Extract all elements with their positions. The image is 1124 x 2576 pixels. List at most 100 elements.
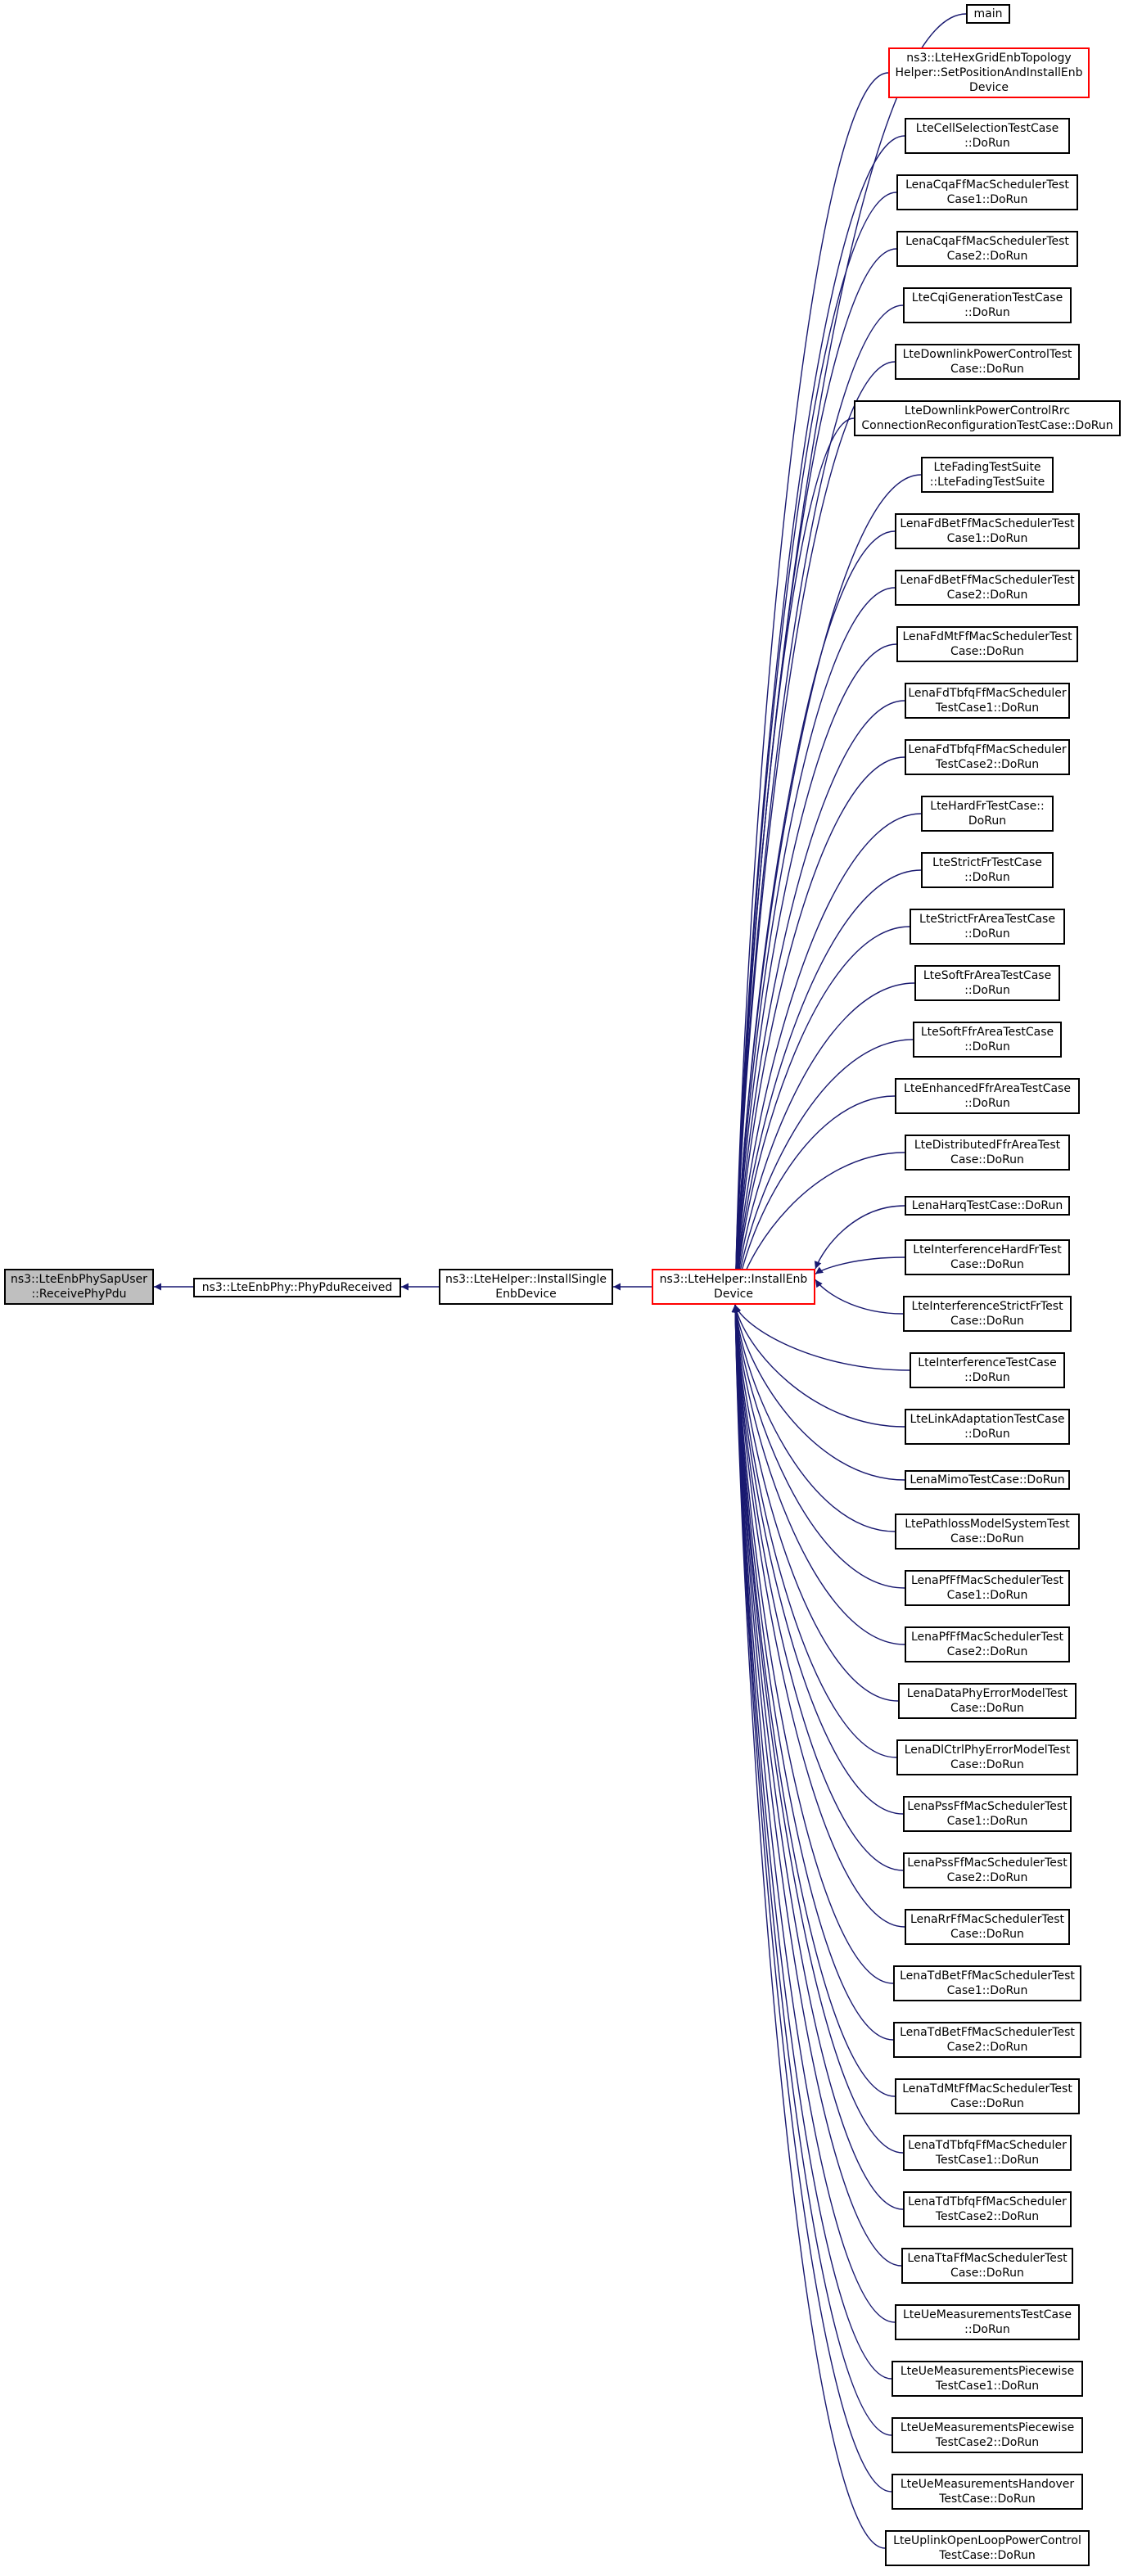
- caller-node-22[interactable]: LteInterferenceHardFrTest Case::DoRun: [905, 1239, 1070, 1275]
- caller-node-10[interactable]: LenaFdBetFfMacSchedulerTest Case2::DoRun: [895, 570, 1080, 606]
- caller-node-45[interactable]: LteUplinkOpenLoopPowerControl TestCase::…: [885, 2530, 1090, 2566]
- caller-node-0[interactable]: main: [966, 4, 1010, 24]
- caller-node-38[interactable]: LenaTdTbfqFfMacScheduler TestCase1::DoRu…: [903, 2135, 1072, 2171]
- caller-node-label: LenaTdBetFfMacSchedulerTest Case2::DoRun: [900, 2026, 1075, 2054]
- caller-node-17[interactable]: LteSoftFrAreaTestCase ::DoRun: [914, 965, 1060, 1001]
- caller-node-label: LteCellSelectionTestCase ::DoRun: [915, 122, 1059, 150]
- caller-node-18[interactable]: LteSoftFfrAreaTestCase ::DoRun: [913, 1022, 1062, 1058]
- caller-node-36[interactable]: LenaTdBetFfMacSchedulerTest Case2::DoRun: [893, 2022, 1081, 2058]
- caller-node-14[interactable]: LteHardFrTestCase:: DoRun: [921, 796, 1054, 832]
- caller-node-30[interactable]: LenaDataPhyErrorModelTest Case::DoRun: [898, 1683, 1077, 1719]
- caller-node-label: LenaTdBetFfMacSchedulerTest Case1::DoRun: [900, 1969, 1075, 1997]
- call-edge-21: [814, 1205, 905, 1270]
- call-edge-18: [732, 1039, 914, 1306]
- call-edge-29: [732, 1304, 905, 1645]
- call-edge-12: [731, 700, 905, 1306]
- root-node: ns3::LteEnbPhySapUser ::ReceivePhyPdu: [4, 1269, 154, 1305]
- caller-node-28[interactable]: LenaPfFfMacSchedulerTest Case1::DoRun: [905, 1570, 1070, 1606]
- call-edge-30: [732, 1304, 899, 1702]
- caller-node-23[interactable]: LteInterferenceStrictFrTest Case::DoRun: [903, 1296, 1072, 1332]
- caller-node-label: LteStrictFrTestCase ::DoRun: [932, 856, 1042, 884]
- caller-node-label: LenaFdTbfqFfMacScheduler TestCase1::DoRu…: [908, 687, 1067, 715]
- caller-node-label: LteCqiGenerationTestCase ::DoRun: [911, 291, 1063, 319]
- caller-node-3[interactable]: LenaCqaFfMacSchedulerTest Case1::DoRun: [896, 174, 1078, 210]
- caller-node-label: LteInterferenceTestCase ::DoRun: [918, 1356, 1057, 1384]
- caller-node-label: LenaDataPhyErrorModelTest Case::DoRun: [906, 1687, 1068, 1715]
- caller-node-26[interactable]: LenaMimoTestCase::DoRun: [905, 1470, 1070, 1490]
- install-single-enb-device-node[interactable]: ns3::LteHelper::InstallSingle EnbDevice: [439, 1269, 613, 1305]
- caller-node-29[interactable]: LenaPfFfMacSchedulerTest Case2::DoRun: [905, 1626, 1070, 1662]
- caller-node-41[interactable]: LteUeMeasurementsTestCase ::DoRun: [895, 2304, 1080, 2340]
- caller-node-16[interactable]: LteStrictFrAreaTestCase ::DoRun: [910, 909, 1065, 945]
- caller-node-label: LteHardFrTestCase:: DoRun: [930, 800, 1045, 828]
- call-edge-33: [731, 1304, 904, 1871]
- caller-node-35[interactable]: LenaTdBetFfMacSchedulerTest Case1::DoRun: [893, 1965, 1081, 2001]
- call-edge-32: [731, 1304, 904, 1815]
- caller-node-32[interactable]: LenaPssFfMacSchedulerTest Case1::DoRun: [903, 1796, 1072, 1832]
- caller-node-31[interactable]: LenaDlCtrlPhyErrorModelTest Case::DoRun: [896, 1739, 1078, 1775]
- caller-node-4[interactable]: LenaCqaFfMacSchedulerTest Case2::DoRun: [896, 231, 1078, 267]
- install-enb-device-node[interactable]: ns3::LteHelper::InstallEnb Device: [652, 1269, 815, 1305]
- caller-node-34[interactable]: LenaRrFfMacSchedulerTest Case::DoRun: [905, 1909, 1070, 1945]
- caller-node-2[interactable]: LteCellSelectionTestCase ::DoRun: [905, 118, 1070, 154]
- caller-node-12[interactable]: LenaFdTbfqFfMacScheduler TestCase1::DoRu…: [905, 683, 1070, 719]
- caller-node-label: LteUeMeasurementsHandover TestCase::DoRu…: [900, 2478, 1075, 2506]
- call-edge-44: [731, 1304, 892, 2493]
- call-edge-38: [731, 1304, 904, 2154]
- caller-node-20[interactable]: LteDistributedFfrAreaTest Case::DoRun: [905, 1135, 1070, 1171]
- caller-node-40[interactable]: LenaTtaFfMacSchedulerTest Case::DoRun: [901, 2248, 1073, 2284]
- caller-node-11[interactable]: LenaFdMtFfMacSchedulerTest Case::DoRun: [896, 626, 1078, 662]
- caller-node-5[interactable]: LteCqiGenerationTestCase ::DoRun: [903, 287, 1072, 323]
- caller-node-42[interactable]: LteUeMeasurementsPiecewise TestCase1::Do…: [892, 2361, 1083, 2397]
- caller-node-label: LenaTdTbfqFfMacScheduler TestCase2::DoRu…: [908, 2195, 1067, 2223]
- caller-node-37[interactable]: LenaTdMtFfMacSchedulerTest Case::DoRun: [895, 2078, 1080, 2114]
- caller-node-13[interactable]: LenaFdTbfqFfMacScheduler TestCase2::DoRu…: [905, 739, 1070, 775]
- caller-node-label: LenaPfFfMacSchedulerTest Case2::DoRun: [911, 1631, 1063, 1658]
- caller-node-15[interactable]: LteStrictFrTestCase ::DoRun: [921, 852, 1054, 888]
- call-edge-9: [731, 530, 896, 1306]
- caller-node-label: LenaCqaFfMacSchedulerTest Case1::DoRun: [905, 178, 1069, 206]
- call-edge-16: [732, 926, 910, 1306]
- caller-node-39[interactable]: LenaTdTbfqFfMacScheduler TestCase2::DoRu…: [903, 2191, 1072, 2227]
- call-edge-6: [731, 361, 896, 1306]
- caller-node-43[interactable]: LteUeMeasurementsPiecewise TestCase2::Do…: [892, 2417, 1083, 2453]
- install-single-enb-device-label: ns3::LteHelper::InstallSingle EnbDevice: [445, 1273, 607, 1301]
- phy-pdu-received-label: ns3::LteEnbPhy::PhyPduReceived: [201, 1281, 393, 1294]
- caller-node-label: LenaDlCtrlPhyErrorModelTest Case::DoRun: [904, 1744, 1071, 1771]
- caller-node-1[interactable]: ns3::LteHexGridEnbTopology Helper::SetPo…: [888, 47, 1090, 98]
- caller-node-19[interactable]: LteEnhancedFfrAreaTestCase ::DoRun: [895, 1078, 1080, 1114]
- caller-node-7[interactable]: LteDownlinkPowerControlRrc ConnectionRec…: [854, 400, 1121, 436]
- caller-node-label: LteUeMeasurementsPiecewise TestCase1::Do…: [900, 2365, 1075, 2393]
- caller-node-25[interactable]: LteLinkAdaptationTestCase ::DoRun: [905, 1409, 1070, 1445]
- caller-node-24[interactable]: LteInterferenceTestCase ::DoRun: [910, 1352, 1065, 1388]
- call-edge-31: [731, 1304, 897, 1758]
- caller-node-9[interactable]: LenaFdBetFfMacSchedulerTest Case1::DoRun: [895, 513, 1080, 549]
- call-edge-39: [731, 1304, 904, 2210]
- caller-node-label: LenaCqaFfMacSchedulerTest Case2::DoRun: [905, 235, 1069, 263]
- caller-node-label: LenaFdTbfqFfMacScheduler TestCase2::DoRu…: [908, 743, 1067, 771]
- call-edge-35: [731, 1304, 894, 1984]
- caller-node-label: LteFadingTestSuite ::LteFadingTestSuite: [929, 461, 1045, 489]
- caller-node-label: LenaFdMtFfMacSchedulerTest Case::DoRun: [902, 630, 1072, 658]
- caller-node-label: LenaMimoTestCase::DoRun: [910, 1473, 1065, 1487]
- caller-node-6[interactable]: LteDownlinkPowerControlTest Case::DoRun: [895, 344, 1080, 380]
- caller-node-8[interactable]: LteFadingTestSuite ::LteFadingTestSuite: [921, 457, 1054, 493]
- phy-pdu-received-node[interactable]: ns3::LteEnbPhy::PhyPduReceived: [193, 1278, 401, 1297]
- caller-node-label: LteUeMeasurementsTestCase ::DoRun: [902, 2308, 1072, 2336]
- caller-node-21[interactable]: LenaHarqTestCase::DoRun: [905, 1196, 1070, 1216]
- caller-node-44[interactable]: LteUeMeasurementsHandover TestCase::DoRu…: [892, 2474, 1083, 2510]
- call-edge-41: [731, 1304, 896, 2323]
- caller-node-label: LteInterferenceHardFrTest Case::DoRun: [913, 1243, 1062, 1271]
- call-edge-24: [734, 1304, 910, 1371]
- call-edge-36: [731, 1304, 894, 2041]
- caller-node-label: LenaTdTbfqFfMacScheduler TestCase1::DoRu…: [908, 2139, 1067, 2167]
- caller-node-label: LenaTtaFfMacSchedulerTest Case::DoRun: [907, 2252, 1068, 2280]
- call-edge-13: [731, 756, 905, 1306]
- call-edge-11: [731, 643, 897, 1306]
- caller-node-label: LenaHarqTestCase::DoRun: [911, 1199, 1063, 1212]
- caller-node-27[interactable]: LtePathlossModelSystemTest Case::DoRun: [895, 1514, 1080, 1550]
- caller-node-33[interactable]: LenaPssFfMacSchedulerTest Case2::DoRun: [903, 1852, 1072, 1888]
- caller-node-label: LteEnhancedFfrAreaTestCase ::DoRun: [904, 1082, 1071, 1110]
- caller-node-label: LenaFdBetFfMacSchedulerTest Case2::DoRun: [900, 574, 1075, 602]
